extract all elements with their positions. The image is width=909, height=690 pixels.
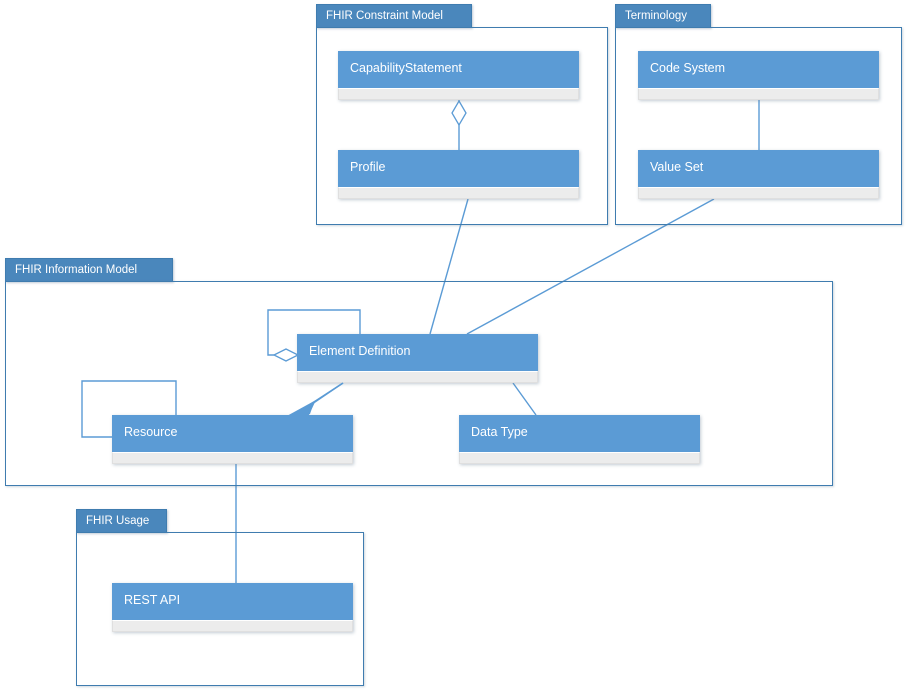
class-name-data-type: Data Type bbox=[459, 415, 700, 452]
class-name-resource: Resource bbox=[112, 415, 353, 452]
class-name-profile: Profile bbox=[338, 150, 579, 187]
class-box-rest-api[interactable]: REST API bbox=[112, 583, 353, 632]
package-tab-label-fhir-constraint-model: FHIR Constraint Model bbox=[316, 4, 472, 28]
class-compartment-element-definition bbox=[297, 371, 538, 383]
class-box-value-set[interactable]: Value Set bbox=[638, 150, 879, 199]
class-name-code-system: Code System bbox=[638, 51, 879, 88]
class-compartment-data-type bbox=[459, 452, 700, 464]
class-compartment-capability-statement bbox=[338, 88, 579, 100]
class-compartment-value-set bbox=[638, 187, 879, 199]
class-box-code-system[interactable]: Code System bbox=[638, 51, 879, 100]
class-box-data-type[interactable]: Data Type bbox=[459, 415, 700, 464]
class-compartment-resource bbox=[112, 452, 353, 464]
class-box-capability-statement[interactable]: CapabilityStatement bbox=[338, 51, 579, 100]
class-compartment-code-system bbox=[638, 88, 879, 100]
package-tab-label-terminology: Terminology bbox=[615, 4, 711, 28]
package-body-fhir-usage bbox=[76, 532, 364, 686]
class-name-capability-statement: CapabilityStatement bbox=[338, 51, 579, 88]
class-compartment-profile bbox=[338, 187, 579, 199]
package-tab-label-fhir-usage: FHIR Usage bbox=[76, 509, 167, 533]
package-body-fhir-information-model bbox=[5, 281, 833, 486]
class-name-value-set: Value Set bbox=[638, 150, 879, 187]
package-body-fhir-constraint-model bbox=[316, 27, 608, 225]
class-compartment-rest-api bbox=[112, 620, 353, 632]
package-body-terminology bbox=[615, 27, 902, 225]
class-box-element-definition[interactable]: Element Definition bbox=[297, 334, 538, 383]
class-name-rest-api: REST API bbox=[112, 583, 353, 620]
package-tab-label-fhir-information-model: FHIR Information Model bbox=[5, 258, 173, 282]
class-box-profile[interactable]: Profile bbox=[338, 150, 579, 199]
class-box-resource[interactable]: Resource bbox=[112, 415, 353, 464]
class-name-element-definition: Element Definition bbox=[297, 334, 538, 371]
